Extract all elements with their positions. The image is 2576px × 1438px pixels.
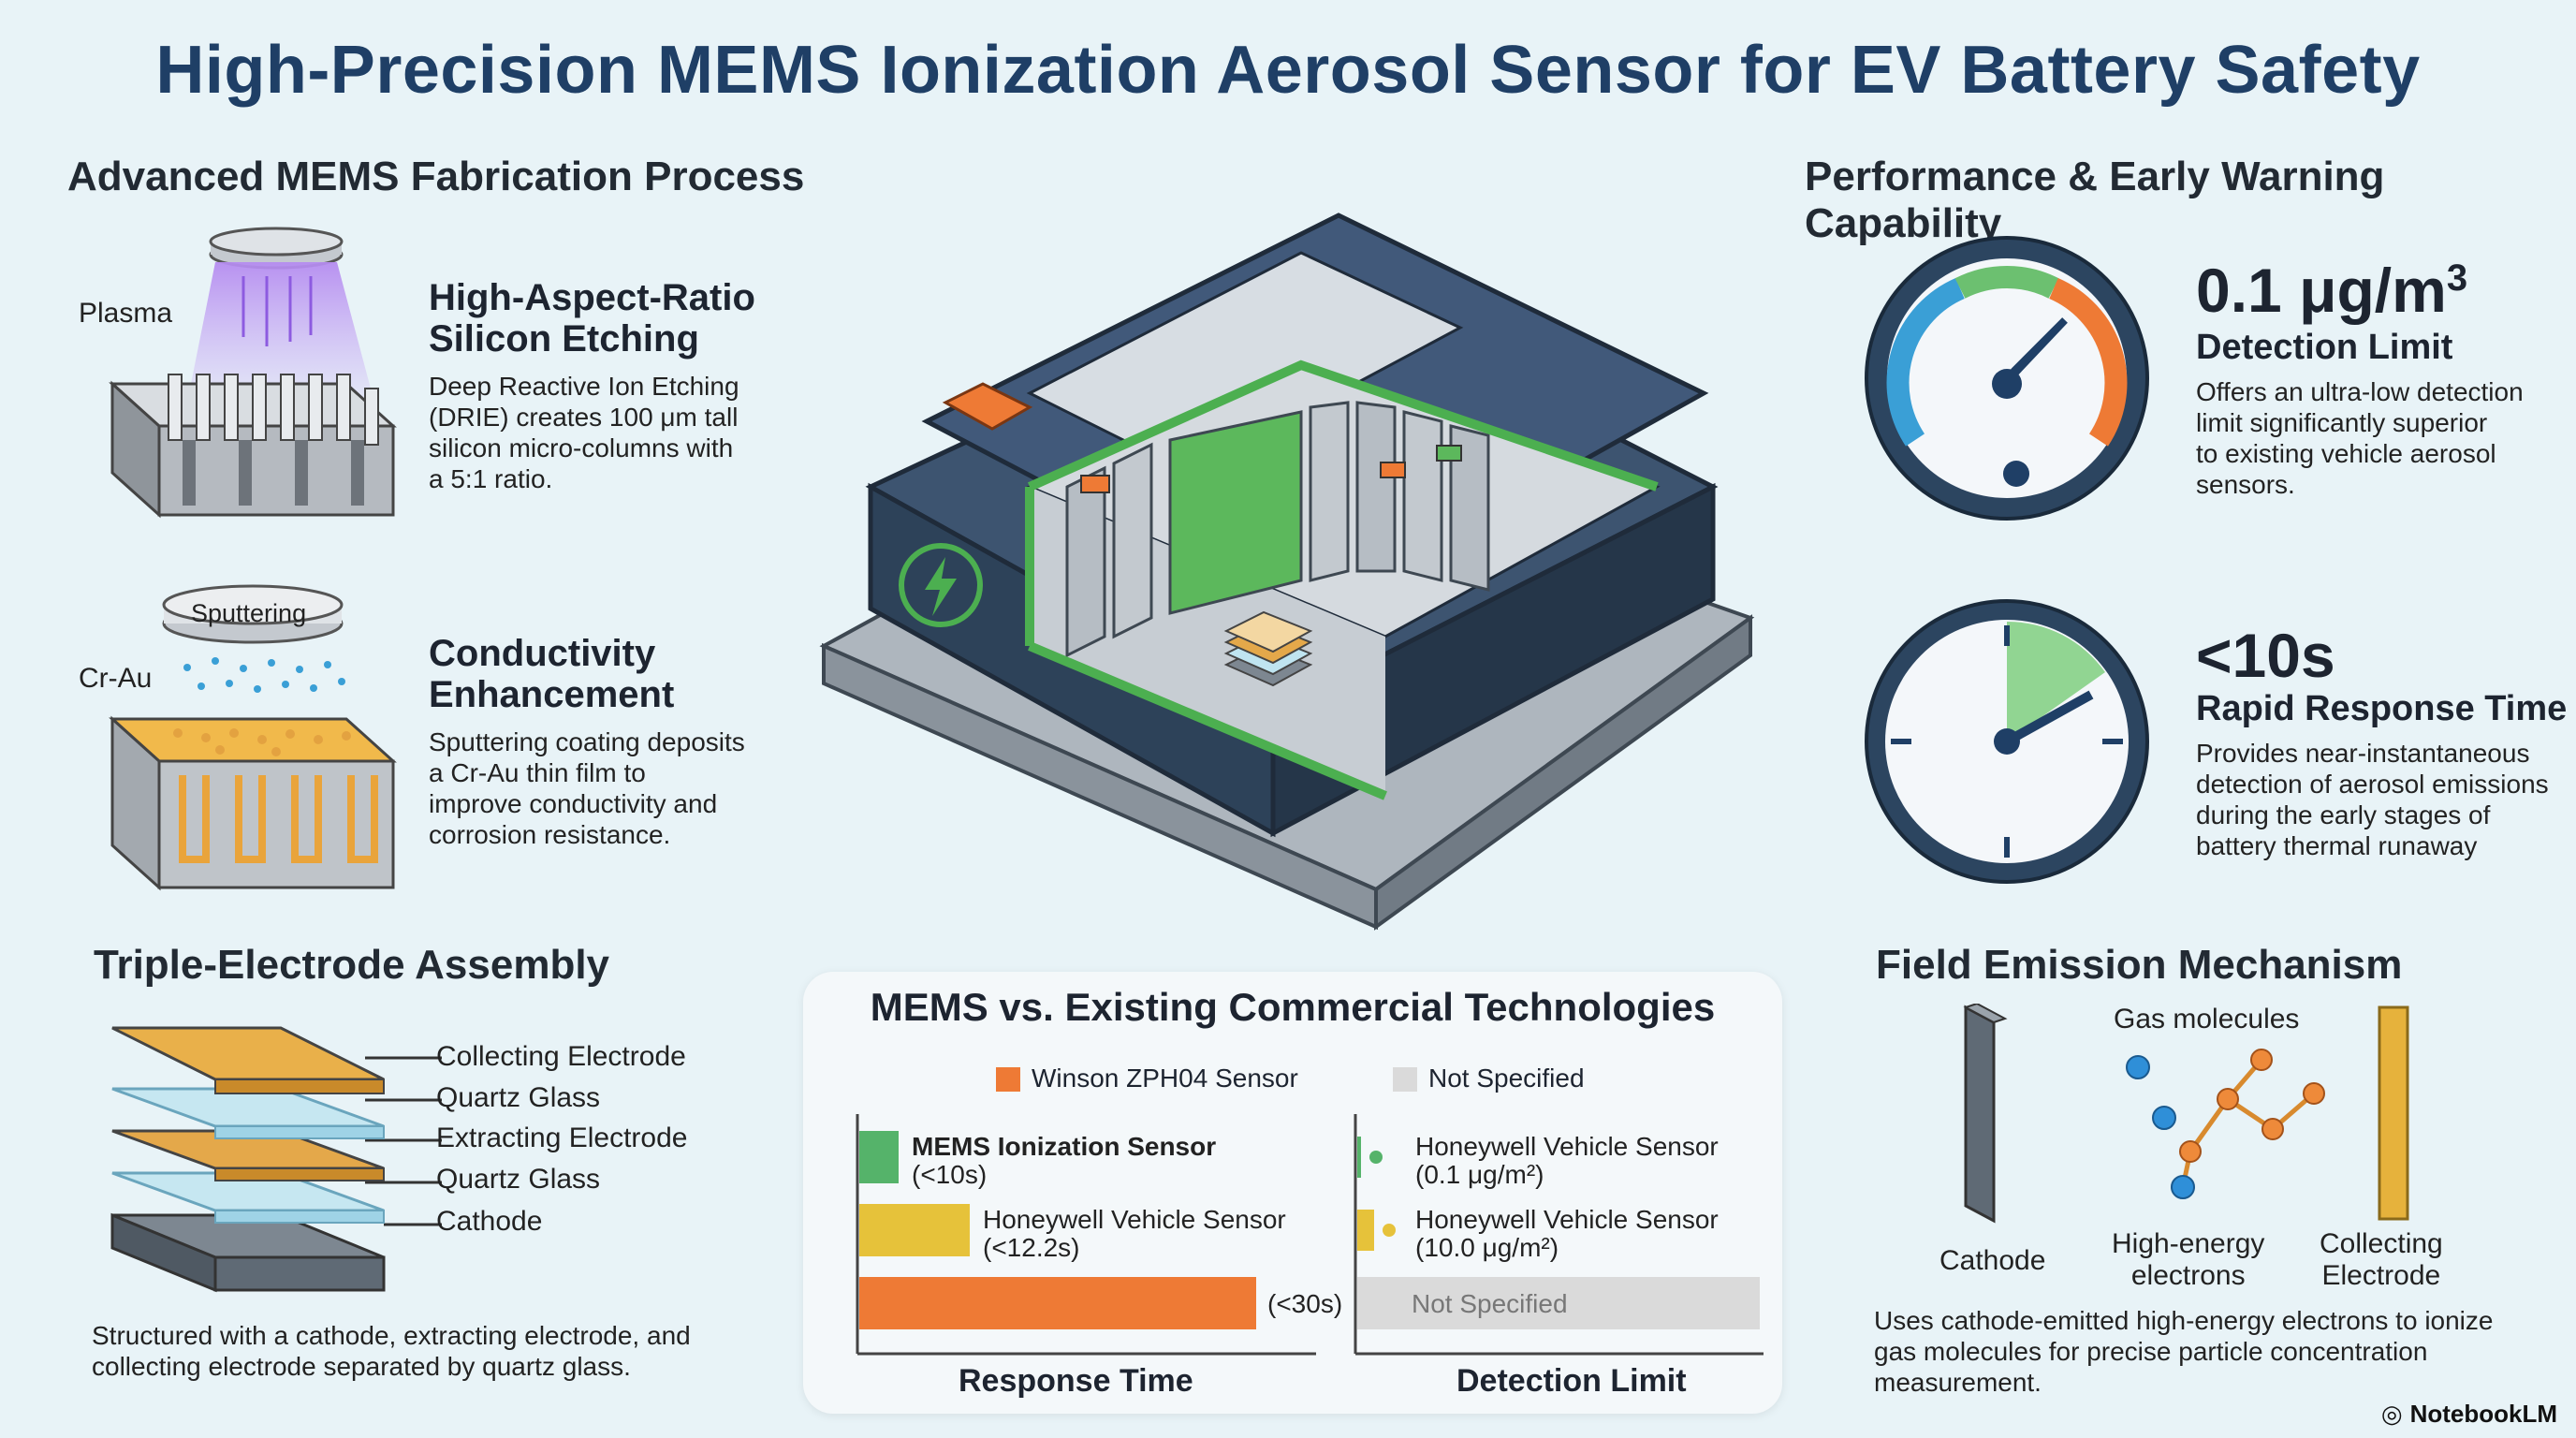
sputter-desc-line: Sputtering coating deposits [429, 727, 745, 756]
plasma-label: Plasma [79, 298, 173, 329]
notebooklm-logo: ◎NotebookLM [2381, 1400, 2557, 1429]
fabrication-heading: Advanced MEMS Fabrication Process [67, 154, 805, 199]
response-desc-line: detection of aerosol emissions [2196, 770, 2549, 799]
sputter-desc-line: improve conductivity and [429, 789, 718, 818]
sputter-desc-line: a Cr-Au thin film to [429, 758, 646, 787]
detection-value-text: 0.1 μg/m [2196, 256, 2447, 325]
collecting-label-line: Electrode [2321, 1260, 2441, 1291]
detection-value-superscript: 3 [2446, 257, 2468, 299]
sputter-title: Conductivity Enhancement [429, 633, 674, 715]
comparison-chart: MEMS Ionization Sensor(<10s) Honeywell Ve… [856, 1114, 1764, 1356]
sputtering-illustration [109, 584, 397, 891]
legend-winson-label: Winson ZPH04 Sensor [1032, 1064, 1298, 1093]
detection-label: Detection Limit [2196, 328, 2453, 367]
detection-bar-name: Honeywell Vehicle Sensor [1415, 1205, 1719, 1234]
performance-heading: Performance & Early Warning Capability [1805, 154, 2385, 246]
field-emission-heading: Field Emission Mechanism [1876, 942, 2403, 988]
response-description: Provides near-instantaneous detection of… [2196, 738, 2549, 861]
detection-description: Offers an ultra-low detection limit sign… [2196, 376, 2524, 500]
electrons-label: High-energy electrons [2112, 1228, 2264, 1292]
sputter-title-line1: Conductivity [429, 633, 656, 674]
detection-bar-label: (10.0 μg/m²) [1415, 1233, 1559, 1262]
detection-marker [1369, 1151, 1383, 1164]
detection-bar [1357, 1137, 1361, 1178]
detection-bar-label: (0.1 μg/m²) [1415, 1160, 1544, 1189]
etching-title-line1: High-Aspect-Ratio [429, 277, 755, 318]
response-desc-line: battery thermal runaway [2196, 831, 2478, 860]
response-axis-label: Response Time [959, 1363, 1193, 1399]
field-emission-illustration [1963, 1004, 2409, 1224]
detection-value: 0.1 μg/m3 [2196, 255, 2467, 326]
legend-swatch-winson [996, 1067, 1020, 1092]
layer-label-extracting: Extracting Electrode [436, 1123, 688, 1153]
etching-description: Deep Reactive Ion Etching (DRIE) creates… [429, 371, 739, 494]
sputter-description: Sputtering coating deposits a Cr-Au thin… [429, 726, 745, 850]
etching-desc-line: silicon micro-columns with [429, 433, 734, 462]
gas-molecules-label: Gas molecules [2114, 1004, 2300, 1034]
etching-desc-line: a 5:1 ratio. [429, 464, 553, 493]
electrons-label-line: High-energy [2112, 1228, 2265, 1259]
response-bar [859, 1204, 970, 1256]
response-desc-line: during the early stages of [2196, 800, 2491, 829]
electrode-stack-illustration [110, 1026, 442, 1293]
silicon-etching-illustration [109, 227, 397, 519]
response-bar-label: (<10s) [912, 1160, 987, 1189]
detection-bar [1357, 1277, 1760, 1329]
notebooklm-icon: ◎ [2380, 1400, 2403, 1428]
detection-desc-line: limit significantly superior [2196, 408, 2488, 437]
sputtering-label: Sputtering [191, 599, 307, 627]
detection-bar [1357, 1210, 1374, 1251]
detection-desc-line: sensors. [2196, 470, 2295, 499]
field-emission-desc-line: measurement. [1874, 1368, 2042, 1397]
battery-pack-illustration [819, 213, 1755, 931]
electrode-heading: Triple-Electrode Assembly [94, 942, 610, 988]
detection-bar-label: Not Specified [1412, 1289, 1568, 1318]
collecting-label: Collecting Electrode [2320, 1228, 2443, 1292]
response-bar-name: MEMS Ionization Sensor [912, 1132, 1216, 1161]
field-emission-description: Uses cathode-emitted high-energy electro… [1874, 1305, 2493, 1398]
legend-swatch-not-specified [1393, 1067, 1417, 1092]
etching-desc-line: Deep Reactive Ion Etching [429, 372, 739, 401]
response-bar-label: (<30s) [1267, 1289, 1342, 1318]
response-label: Rapid Response Time [2196, 689, 2568, 728]
response-desc-line: Provides near-instantaneous [2196, 739, 2530, 768]
detection-axis-label: Detection Limit [1456, 1363, 1687, 1399]
response-bar [859, 1277, 1256, 1329]
collecting-label-line: Collecting [2320, 1228, 2443, 1259]
etching-title: High-Aspect-Ratio Silicon Etching [429, 277, 755, 360]
field-emission-desc-line: Uses cathode-emitted high-energy electro… [1874, 1306, 2494, 1335]
electrode-caption-line: collecting electrode separated by quartz… [92, 1352, 631, 1381]
layer-label-cathode: Cathode [436, 1206, 543, 1237]
sputter-desc-line: corrosion resistance. [429, 820, 671, 849]
notebooklm-text: NotebookLM [2409, 1400, 2557, 1428]
electrode-caption: Structured with a cathode, extracting el… [92, 1320, 691, 1382]
legend-not-specified-label: Not Specified [1428, 1064, 1585, 1093]
cathode-label: Cathode [1939, 1245, 2046, 1276]
comparison-panel [803, 972, 1782, 1414]
response-value: <10s [2196, 621, 2335, 690]
detection-marker [1383, 1224, 1396, 1237]
detection-bar-name: Honeywell Vehicle Sensor [1415, 1132, 1719, 1161]
response-bar-name: Honeywell Vehicle Sensor [983, 1205, 1286, 1234]
comparison-heading: MEMS vs. Existing Commercial Technologie… [870, 985, 1716, 1029]
stopwatch-icon [1865, 599, 2149, 884]
response-bar-label: (<12.2s) [983, 1233, 1080, 1262]
field-emission-desc-line: gas molecules for precise particle conce… [1874, 1337, 2428, 1366]
detection-desc-line: to existing vehicle aerosol [2196, 439, 2496, 468]
etching-desc-line: (DRIE) creates 100 μm tall [429, 403, 739, 432]
cr-au-label: Cr-Au [79, 663, 153, 694]
layer-label-quartz-2: Quartz Glass [436, 1164, 601, 1195]
layer-label-collecting: Collecting Electrode [436, 1041, 686, 1072]
etching-title-line2: Silicon Etching [429, 318, 699, 360]
layer-label-quartz-1: Quartz Glass [436, 1082, 601, 1113]
detection-desc-line: Offers an ultra-low detection [2196, 377, 2524, 406]
response-bar [859, 1131, 899, 1183]
detection-gauge-icon [1865, 236, 2149, 521]
electrode-caption-line: Structured with a cathode, extracting el… [92, 1321, 691, 1350]
page-title: High-Precision MEMS Ionization Aerosol S… [155, 33, 2421, 108]
electrons-label-line: electrons [2130, 1260, 2246, 1291]
sputter-title-line2: Enhancement [429, 674, 675, 715]
